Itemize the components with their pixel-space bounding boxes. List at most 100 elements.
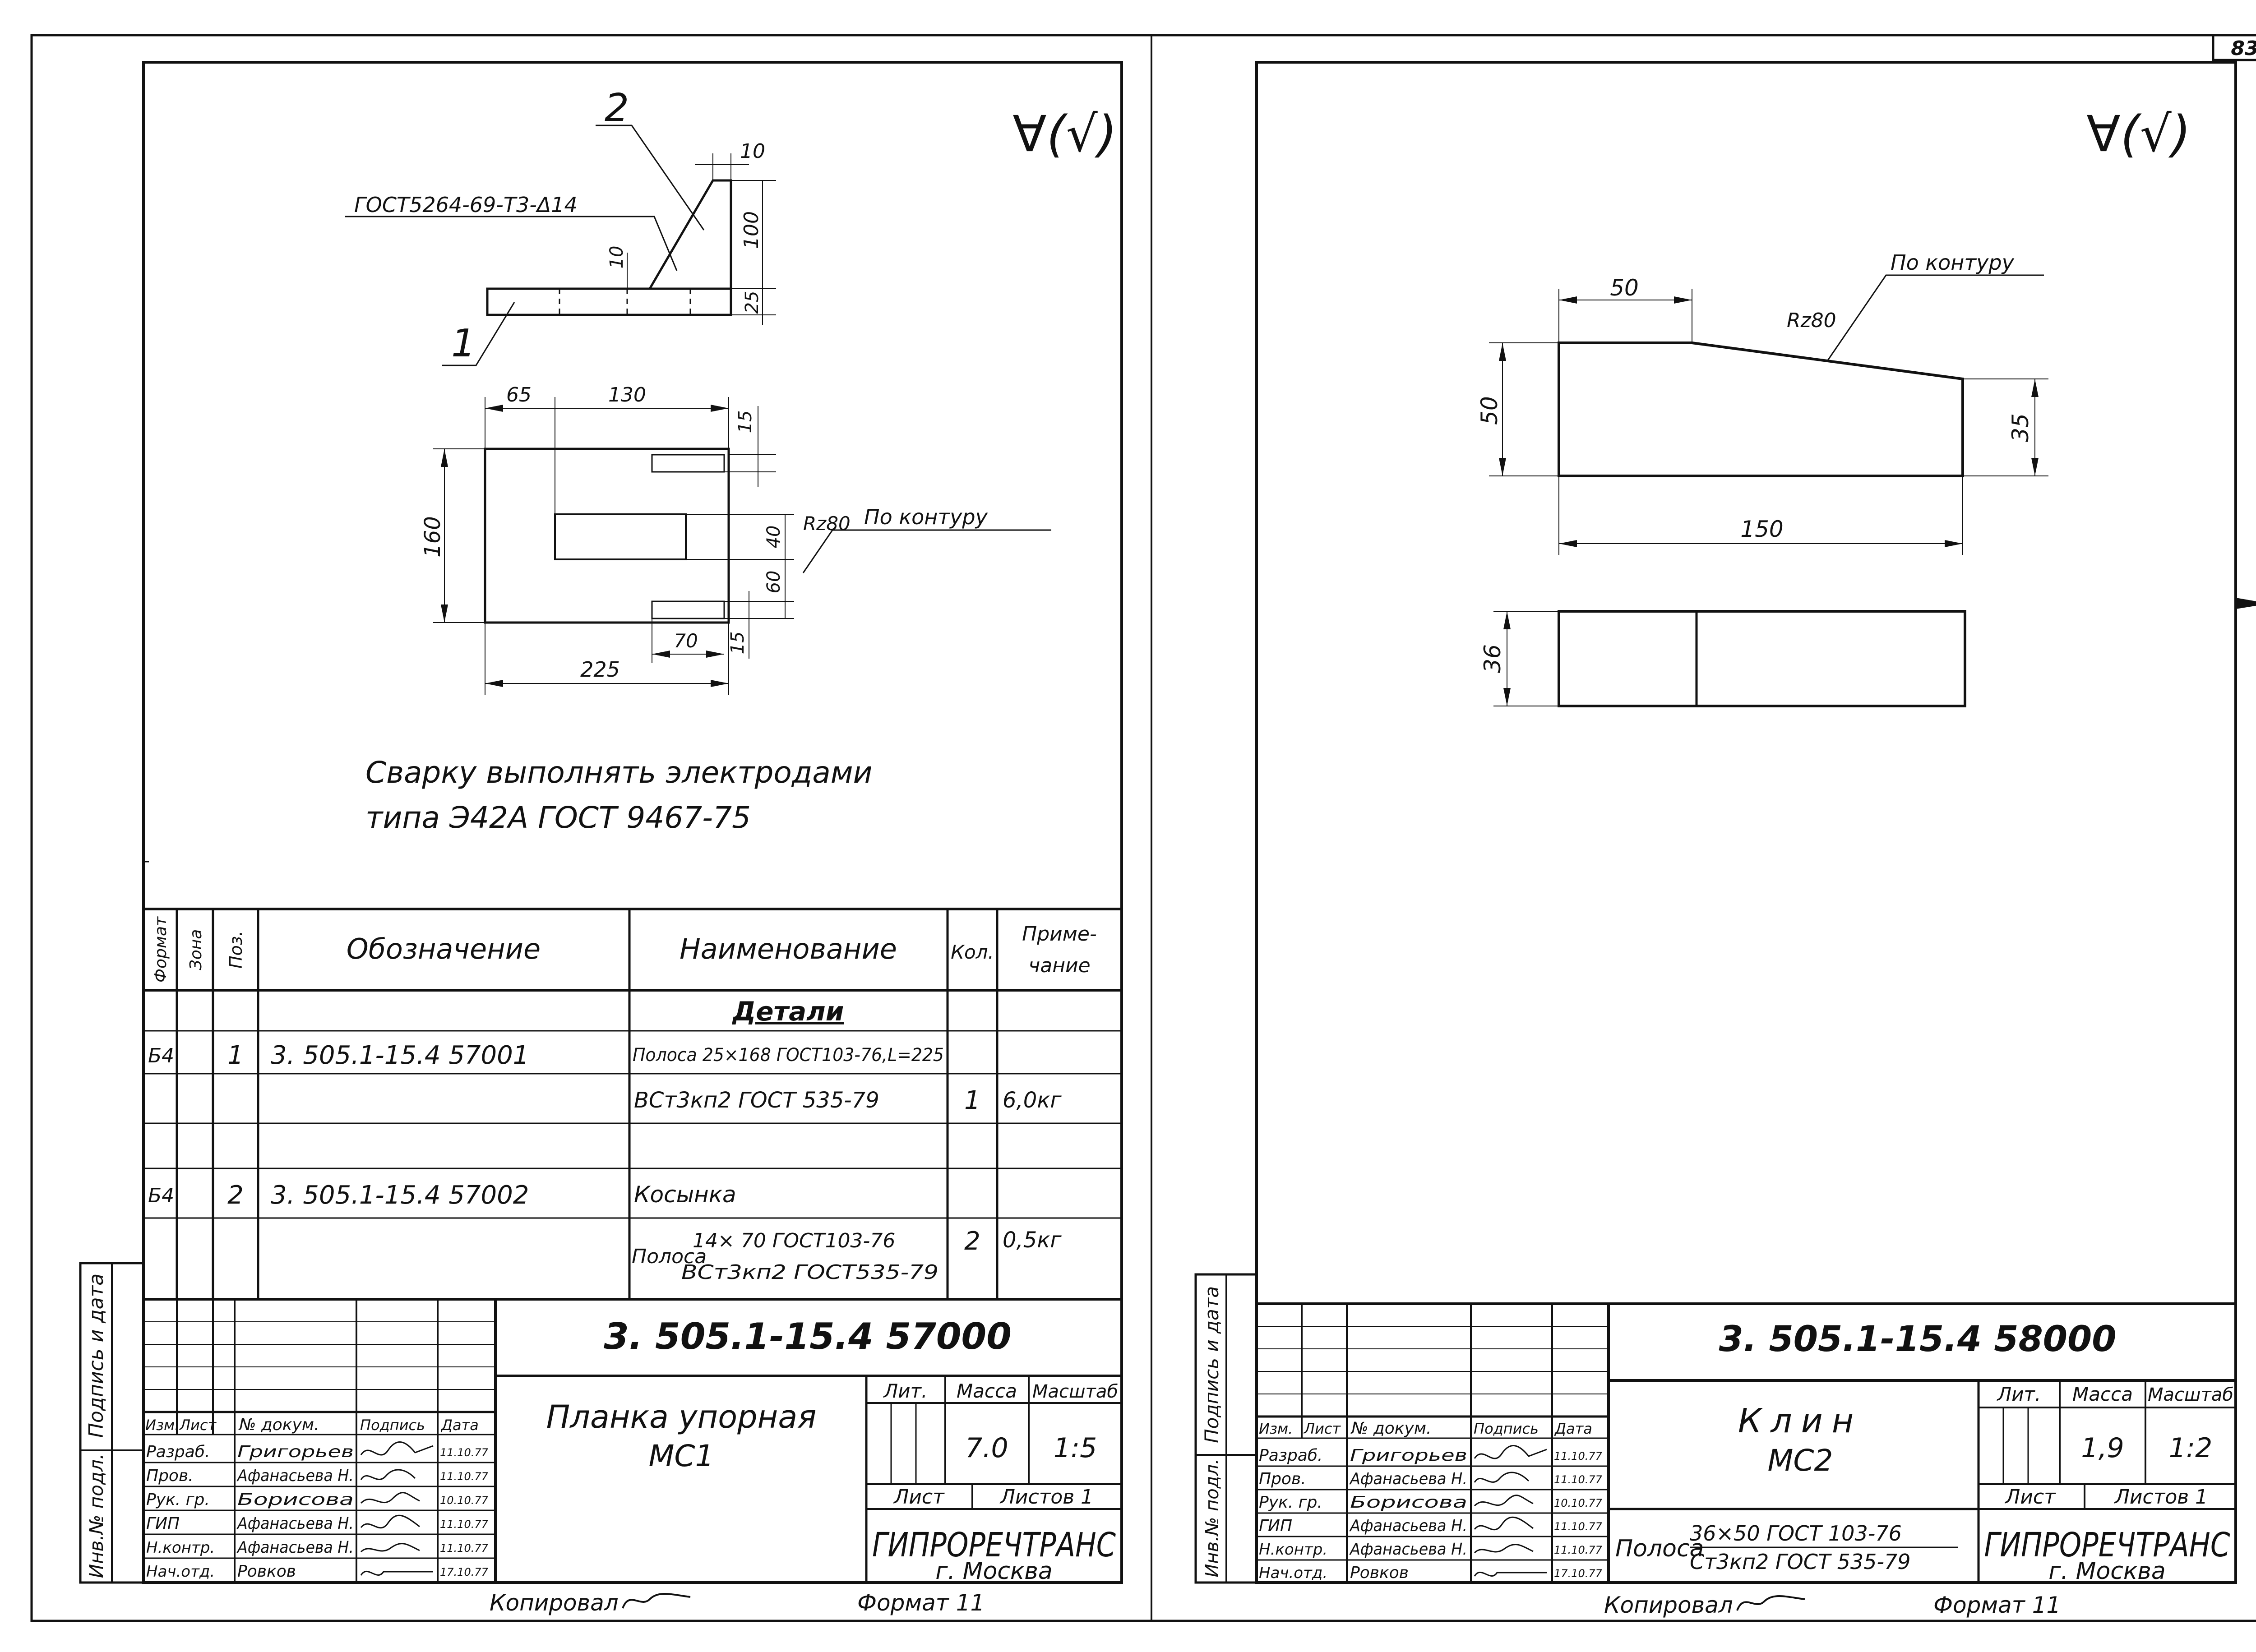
spec-head-qty: Кол. [951, 941, 994, 963]
right-scale-value: 1:2 [2169, 1432, 2213, 1464]
left-date-2: 10.10.77 [440, 1494, 489, 1507]
right-name-3: Афанасьева Н. [1349, 1517, 1467, 1535]
right-side-sign-date: Подпись и дата [1201, 1286, 1223, 1443]
left-head-sign: Подпись [360, 1417, 425, 1434]
left-mass-value: 7.0 [965, 1432, 1008, 1464]
right-org: ГИПРОРЕЧТРАНС [1984, 1526, 2230, 1564]
dim-36: 36 [1479, 644, 1506, 673]
spec-r1-qty: 1 [964, 1086, 980, 1115]
plate-1-plan [484, 448, 730, 624]
dim-15-bottom: 15 [727, 632, 748, 655]
right-date-0: 11.10.77 [1554, 1450, 1603, 1463]
page-number: 83 [2231, 37, 2256, 60]
right-edge-mark [2236, 598, 2256, 609]
left-name-5: Ровков [237, 1562, 296, 1581]
right-name-4: Афанасьева Н. [1349, 1540, 1467, 1559]
left-scale-value: 1:5 [1054, 1432, 1097, 1464]
dim-160: 160 [420, 516, 445, 558]
right-material-2: Ст3кп2 ГОСТ 535-79 [1690, 1550, 1911, 1574]
right-copied: Копировал [1604, 1592, 1733, 1618]
sheet-outer-frame [30, 34, 2256, 1622]
wedge-plan-outline [1558, 610, 1966, 707]
right-role-4: Н.контр. [1259, 1541, 1327, 1559]
gusset-top-hole [651, 454, 725, 473]
left-head-date: Дата [440, 1417, 479, 1434]
left-name-1: Афанасьева Н. [236, 1467, 354, 1485]
spec-r1-designation: 3. 505.1-15.4 57001 [271, 1041, 529, 1070]
right-sheet-label: Лист [2004, 1486, 2056, 1509]
left-copied-signature [622, 1593, 691, 1609]
wedge-outline [1558, 341, 1964, 477]
right-role-5: Нач.отд. [1259, 1564, 1327, 1582]
wedge-front-view: 50 50 35 150 Rz80 По контуру [1476, 250, 2048, 555]
spec-head-designation: Обозначение [347, 932, 541, 965]
left-format: Формат 11 [857, 1590, 985, 1616]
left-scale-label: Масштаб [1032, 1381, 1118, 1402]
left-date-5: 17.10.77 [440, 1566, 489, 1578]
plate-1-side [486, 287, 732, 316]
right-format: Формат 11 [1933, 1592, 2061, 1618]
right-signature-4 [1474, 1544, 1534, 1554]
left-role-2: Рук. гр. [146, 1490, 210, 1509]
left-plan-view: 65 130 160 15 40 60 15 70 225 Rz80 По ко… [420, 383, 1051, 695]
right-doc-code: 3. 505.1-15.4 58000 [1719, 1319, 2116, 1360]
dim-70: 70 [674, 630, 698, 652]
spec-head-zone: Зона [187, 929, 205, 970]
right-date-5: 17.10.77 [1554, 1567, 1603, 1580]
spec-head-format: Формат [152, 916, 170, 983]
left-doc-code: 3. 505.1-15.4 57000 [604, 1315, 1012, 1357]
right-role-1: Пров. [1259, 1470, 1306, 1488]
spec-head-note-1: Приме- [1022, 923, 1097, 946]
gusset-2-side [648, 179, 732, 290]
weld-instruction-2: типа Э42А ГОСТ 9467-75 [365, 800, 751, 835]
right-lit-label: Лит. [1997, 1383, 2041, 1405]
right-title-2: МС2 [1767, 1443, 1833, 1478]
right-role-3: ГИП [1259, 1517, 1292, 1535]
right-role-0: Разраб. [1259, 1446, 1322, 1465]
callout-1: 1 [451, 321, 476, 366]
right-sheets-label: Листов 1 [2114, 1486, 2208, 1509]
spec-head-pos: Поз. [226, 931, 246, 969]
dim-15-top: 15 [735, 411, 756, 434]
left-copied: Копировал [490, 1590, 619, 1616]
left-name-0: Григорьев [237, 1443, 354, 1461]
left-title-1: Планка упорная [546, 1398, 817, 1435]
spec-r1-name-1: Полоса 25×168 ГОСТ103-76,L=225 [633, 1045, 944, 1066]
left-org: ГИПРОРЕЧТРАНС [872, 1526, 1116, 1564]
dim-65: 65 [506, 383, 532, 406]
right-copied-signature [1736, 1595, 1805, 1611]
right-side-inv: Инв.№ подл. [1202, 1458, 1223, 1577]
right-date-4: 11.10.77 [1554, 1544, 1603, 1556]
right-role-2: Рук. гр. [1259, 1493, 1322, 1512]
spec-head-note-2: чание [1028, 954, 1090, 977]
left-role-3: ГИП [146, 1514, 180, 1533]
dim-100: 100 [740, 211, 763, 249]
rz80-left: Rz80 [803, 512, 851, 535]
spec-section-details: Детали [732, 996, 844, 1027]
right-head-list: Лист [1304, 1420, 1341, 1437]
right-head-date: Дата [1554, 1420, 1592, 1437]
left-head-list: Лист [179, 1417, 217, 1434]
right-scale-label: Масштаб [2148, 1384, 2233, 1405]
left-side-view: 2 ГОСТ5264-69-Т3-Δ14 1 10 100 25 10 [345, 86, 776, 366]
right-head-sign: Подпись [1474, 1420, 1539, 1437]
contour-label-left: По контуру [864, 505, 988, 529]
left-side-sign-date: Подпись и дата [85, 1274, 108, 1438]
spec-r2-pos: 2 [227, 1181, 244, 1210]
page-number-box [2212, 34, 2256, 61]
signature-1 [360, 1469, 416, 1480]
right-signature-3 [1474, 1516, 1534, 1531]
left-title-block: 3. 505.1-15.4 57000 Планка упорная МС1 Л… [143, 1298, 1122, 1585]
left-head-doc: № докум. [238, 1416, 319, 1434]
rz80-right: Rz80 [1787, 309, 1836, 332]
right-name-1: Афанасьева Н. [1349, 1470, 1467, 1488]
left-head-izm: Изм. [145, 1417, 179, 1434]
dim-150: 150 [1740, 516, 1783, 542]
right-name-2: Борисова [1350, 1493, 1467, 1512]
spec-r2-note: 0,5кг [1003, 1227, 1062, 1253]
right-date-3: 11.10.77 [1554, 1520, 1603, 1533]
left-inner-frame [142, 61, 1123, 1584]
spec-r1-note: 6,0кг [1003, 1088, 1062, 1113]
right-title-block: 3. 505.1-15.4 58000 Клин МС2 Полоса 36×5… [1257, 1302, 2236, 1585]
spec-table: Формат Зона Поз. Обозначение Наименовани… [143, 908, 1122, 1300]
